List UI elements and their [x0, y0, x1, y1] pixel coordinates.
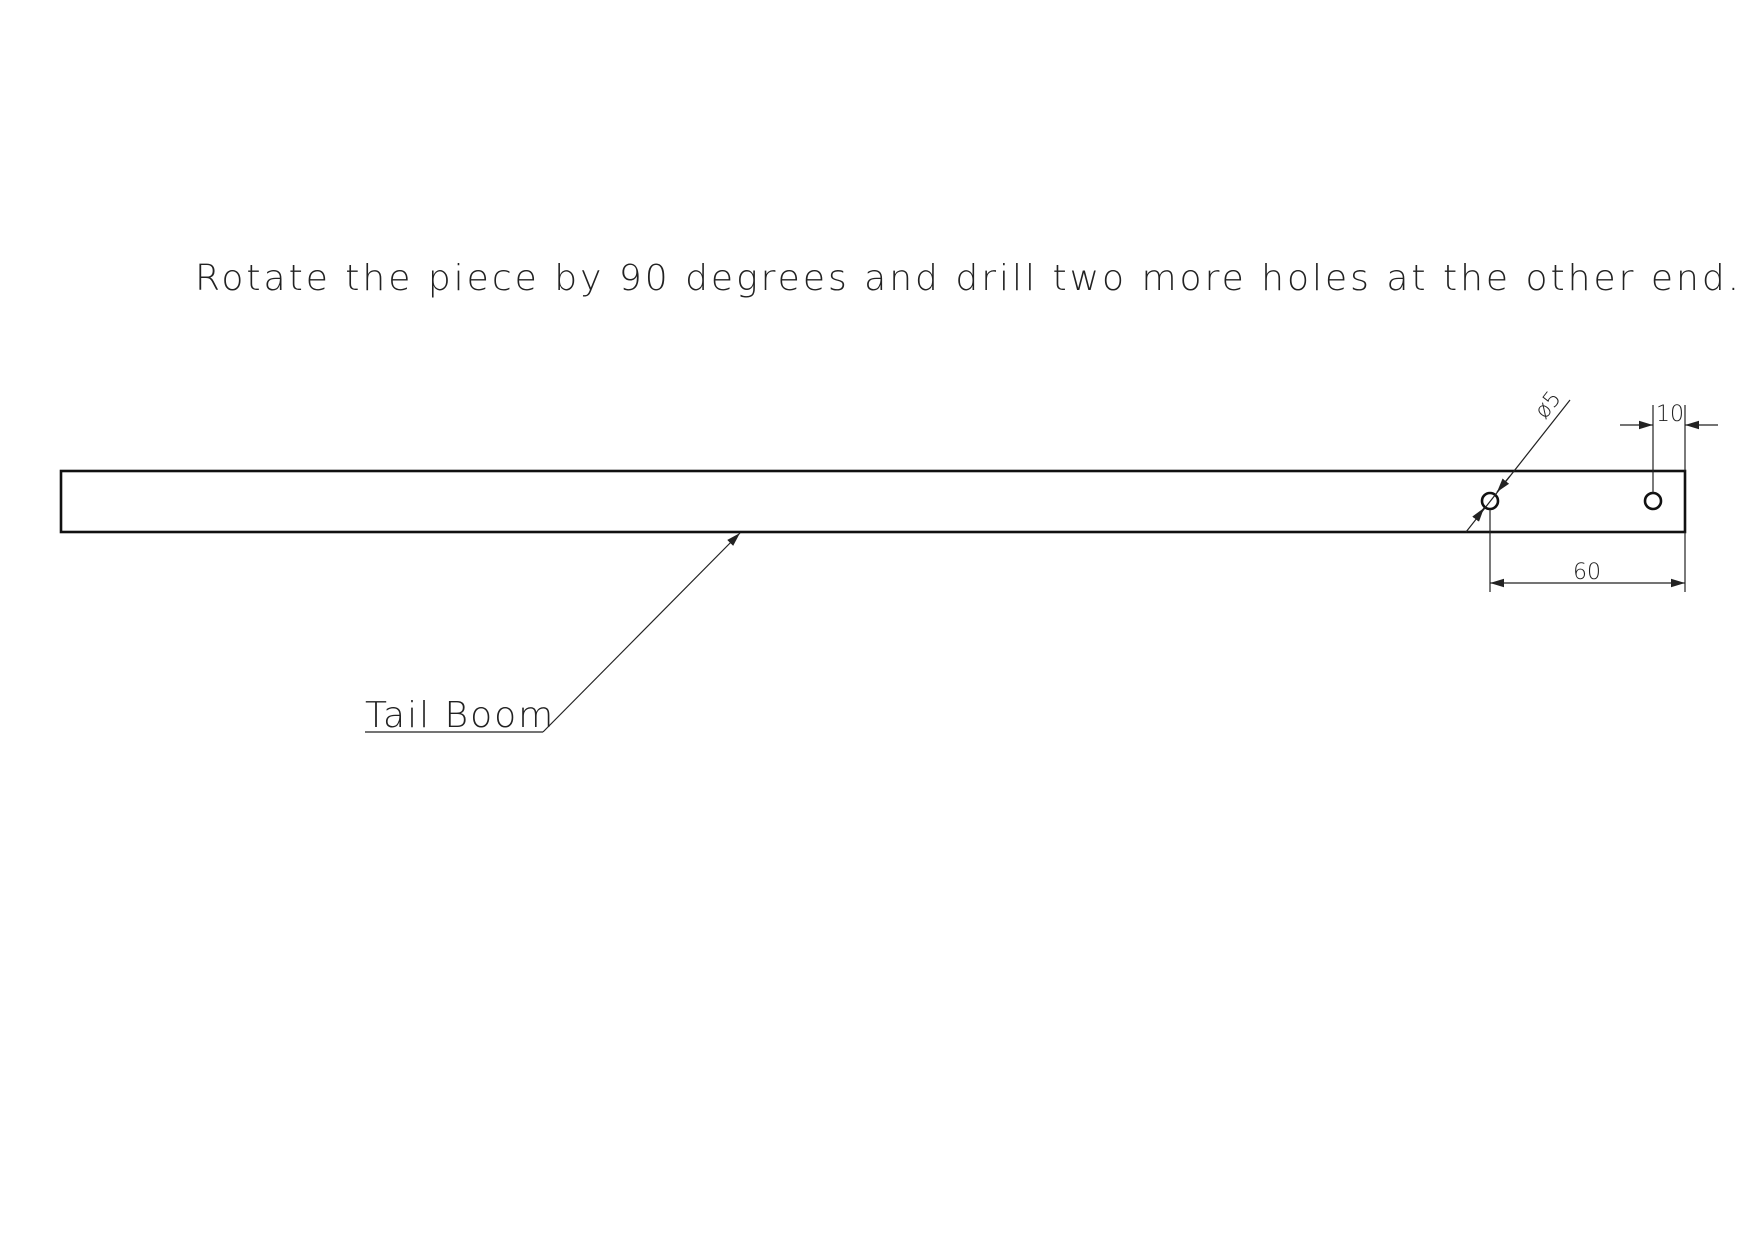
instruction-text: Rotate the piece by 90 degrees and drill…	[195, 258, 1742, 299]
hole-spacing-dimension: 60	[1489, 509, 1686, 592]
tail-boom-bar	[59, 469, 1687, 534]
edge-offset-label: 10	[1656, 402, 1684, 427]
hole-spacing-label: 60	[1573, 560, 1601, 585]
diameter-dimension: ø5	[1465, 387, 1571, 533]
part-label-leader: Tail Boom	[365, 532, 741, 736]
part-label: Tail Boom	[365, 695, 555, 736]
hole-right	[1643, 491, 1663, 511]
edge-offset-dimension: 10	[1620, 402, 1718, 493]
diameter-label: ø5	[1530, 387, 1567, 424]
